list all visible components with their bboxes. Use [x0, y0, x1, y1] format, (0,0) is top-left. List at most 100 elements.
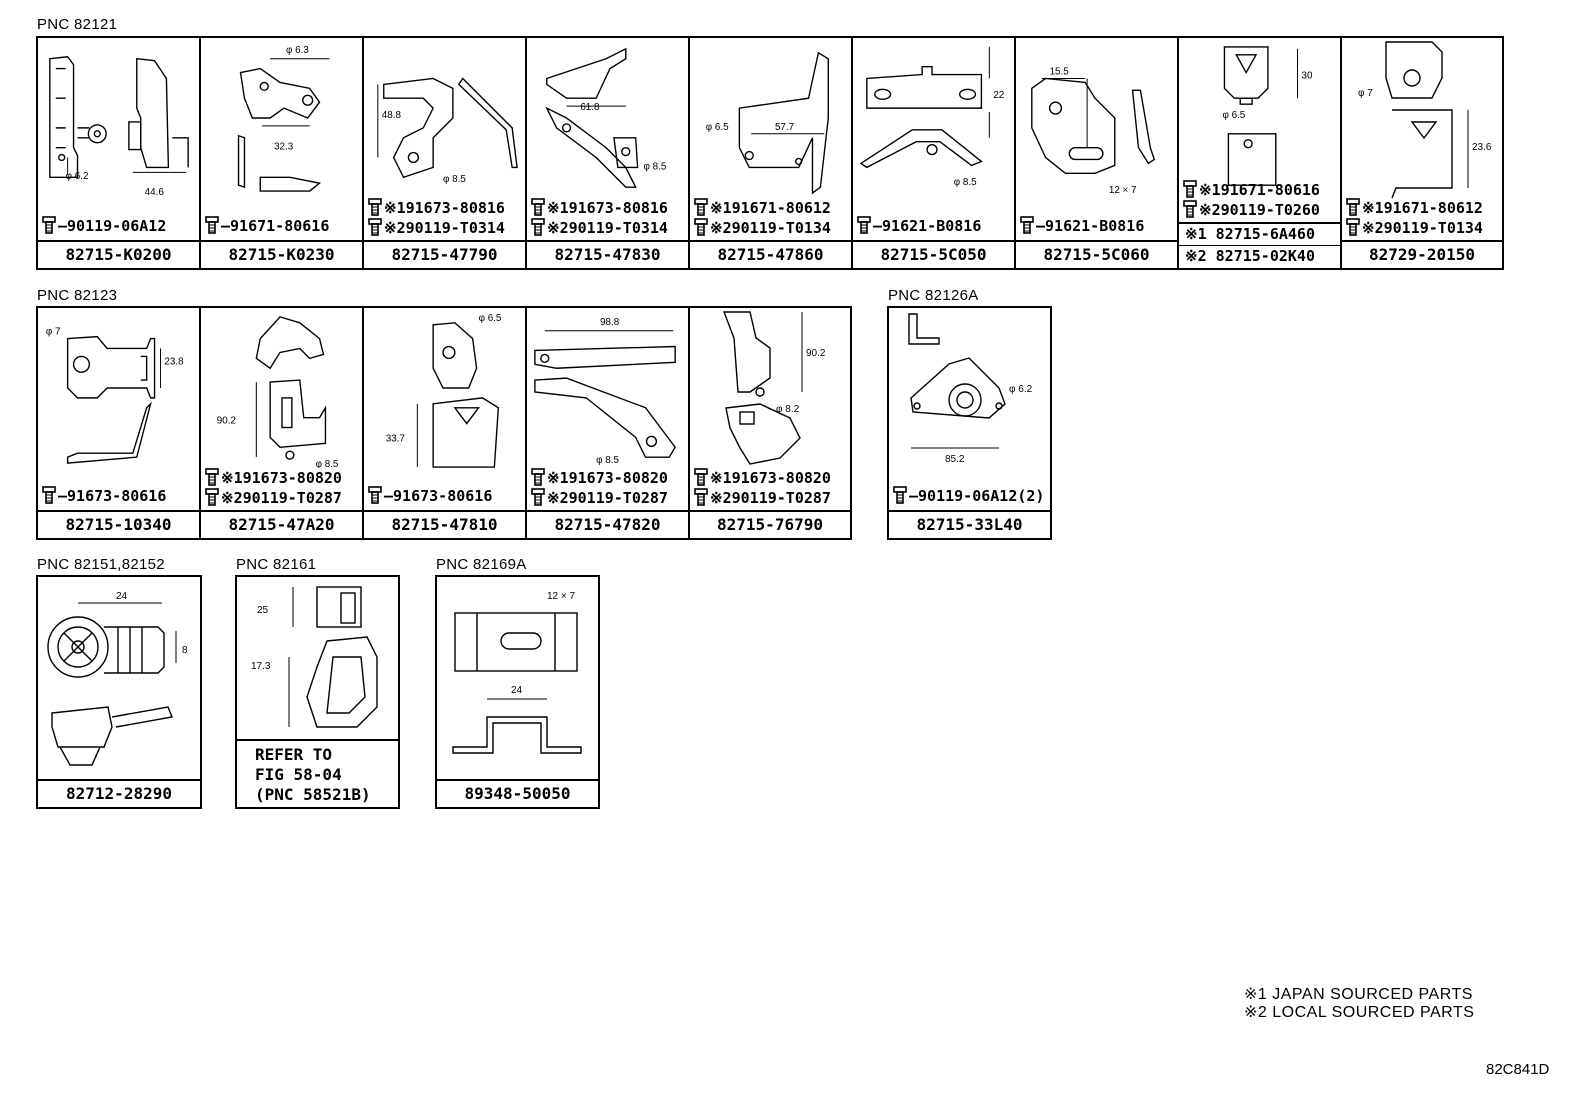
dim-label: 30 [1301, 70, 1312, 81]
part-number[interactable]: 82715-47810 [364, 510, 525, 538]
dim-label: φ 6.5 [1222, 110, 1245, 121]
bolt-part[interactable]: —90119-06A12 [42, 216, 166, 236]
bolt-part-number: ※290119-T0134 [1362, 219, 1483, 237]
dim-label: 25 [257, 605, 269, 616]
group-82151: 24 8 82712-28290 [36, 575, 202, 809]
part-number[interactable]: 89348-50050 [437, 779, 598, 807]
part-number[interactable]: 82715-33L40 [889, 510, 1050, 538]
bracket-drawing: φ 6.5 57.7 [706, 51, 829, 195]
bolt-part-number: 90119-06A12 [67, 217, 167, 235]
bracket-drawing: 48.8 φ 8.5 [377, 77, 518, 185]
bolt-icon [368, 486, 382, 504]
dim-label: 98.8 [600, 317, 620, 328]
bolt-part[interactable]: ※191673-80816 ※290119-T0314 [368, 198, 505, 238]
bolt-icon [205, 216, 219, 234]
part-number[interactable]: 82715-47790 [364, 240, 525, 268]
part-number[interactable]: 82715-47820 [527, 510, 688, 538]
bolt-part[interactable]: ※191671-80616 ※290119-T0260 [1183, 180, 1320, 220]
bolt-part-number: ※290119-T0260 [1199, 201, 1320, 219]
bracket-drawing: 98.8 φ 8.5 [534, 317, 676, 466]
part-cell-82715-K0200[interactable]: φ 6.2 44.6 —90119-06A12 82715-K0200 [38, 38, 201, 268]
part-cell-82715-K0230[interactable]: φ 6.3 32.3 —91671-80616 82715-K0230 [201, 38, 364, 268]
group-82169A: 12 × 7 24 89348-50050 [435, 575, 600, 809]
bolt-icon [531, 218, 545, 236]
bolt-part-number: ※191671-80612 [1362, 199, 1483, 217]
bolt-part-number: ※191673-80820 [710, 469, 831, 487]
dim-label: 90.2 [217, 416, 236, 427]
bracket-drawing: 61.8 φ 8.5 [545, 47, 667, 188]
part-cell-82729-20150[interactable]: φ 7 23.6 ※191671-80612 ※290119-T0134 827… [1342, 38, 1502, 268]
bolt-part[interactable]: ※191671-80612 ※290119-T0134 [694, 198, 831, 238]
dim-label: 12 × 7 [1109, 185, 1137, 196]
bolt-part[interactable]: —91621-B0816 [857, 216, 981, 236]
part-cell-82715-47830[interactable]: 61.8 φ 8.5 ※191673-80816 ※290119-T0314 8… [527, 38, 690, 268]
part-number[interactable]: 82715-K0230 [201, 240, 362, 268]
bracket-drawing: φ 6.2 85.2 [908, 313, 1033, 465]
part-number[interactable]: 82715-47830 [527, 240, 688, 268]
part-number[interactable]: 82715-47A20 [201, 510, 362, 538]
part-number[interactable]: 82715-47860 [690, 240, 851, 268]
bracket-drawing: φ 6.3 32.3 [237, 45, 330, 192]
dim-label: φ 8.5 [443, 174, 466, 185]
bolt-part[interactable]: —91621-B0816 [1020, 216, 1144, 236]
part-cell-82715-47A20[interactable]: 90.2 φ 8.5 ※191673-80820 ※290119-T0287 8… [201, 308, 364, 538]
bolt-part-number: ※191671-80616 [1199, 181, 1320, 199]
bolt-part[interactable]: —91673-80616 [368, 486, 492, 506]
part-number[interactable]: 82715-5C060 [1016, 240, 1177, 268]
bolt-part[interactable]: ※191673-80820 ※290119-T0287 [531, 468, 668, 508]
bolt-part[interactable]: —91671-80616 [205, 216, 329, 236]
bolt-part-number: ※290119-T0287 [547, 489, 668, 507]
part-number[interactable]: 82729-20150 [1342, 240, 1502, 268]
part-number[interactable]: ※2 82715-02K40 [1179, 245, 1340, 267]
clip-drawing: 12 × 7 24 [452, 591, 582, 754]
part-cell-82715-47810[interactable]: φ 6.5 33.7 —91673-80616 82715-47810 [364, 308, 527, 538]
dim-label: φ 6.2 [1009, 384, 1033, 395]
part-cell-82715-47860[interactable]: φ 6.5 57.7 ※191671-80612 ※290119-T0134 8… [690, 38, 853, 268]
part-cell-82715-6A460[interactable]: 30 φ 6.5 ※191671-80616 ※290119-T0260 ※1 … [1179, 38, 1342, 268]
bolt-part[interactable]: ※191673-80816 ※290119-T0314 [531, 198, 668, 238]
bolt-part-number: 91621-B0816 [882, 217, 982, 235]
bolt-icon [857, 216, 871, 234]
refer-link[interactable]: FIG 58-04 [255, 765, 342, 784]
part-cell-82715-47820[interactable]: 98.8 φ 8.5 ※191673-80820 ※290119-T0287 8… [527, 308, 690, 538]
dim-label: φ 8.5 [954, 177, 977, 188]
dim-label: 22 [993, 90, 1004, 101]
bolt-part[interactable]: —91673-80616 [42, 486, 166, 506]
bolt-part[interactable]: ※191671-80612 ※290119-T0134 [1346, 198, 1483, 238]
part-number[interactable]: 82715-10340 [38, 510, 199, 538]
part-cell-82715-33L40[interactable]: φ 6.2 85.2 —90119-06A12(2) 82715-33L40 [889, 308, 1050, 538]
pnc-label-82123: PNC 82123 [37, 287, 118, 304]
pnc-label-82126A: PNC 82126A [888, 287, 979, 304]
dim-label: 8 [182, 645, 188, 656]
part-number[interactable]: ※1 82715-6A460 [1185, 225, 1315, 243]
bolt-icon [368, 198, 382, 216]
legend-local: ※2 LOCAL SOURCED PARTS [1244, 1004, 1475, 1021]
part-number[interactable]: 82712-28290 [38, 779, 200, 807]
part-cell-82712-28290[interactable]: 24 8 82712-28290 [38, 577, 200, 807]
part-number[interactable]: 82715-76790 [690, 510, 850, 538]
part-number-pair[interactable]: ※1 82715-6A460 ※2 82715-02K40 [1179, 222, 1340, 268]
part-cell-89348-50050[interactable]: 12 × 7 24 89348-50050 [437, 577, 598, 807]
dim-label: φ 8.2 [776, 404, 800, 415]
part-cell-82715-5C060[interactable]: 15.5 12 × 7 —91621-B0816 82715-5C060 [1016, 38, 1179, 268]
bolt-part-number: ※191671-80612 [710, 199, 831, 217]
bolt-icon [1183, 200, 1197, 218]
pnc-label-82169A: PNC 82169A [436, 556, 527, 573]
part-cell-82161[interactable]: 25 17.3 REFER TO FIG 58-04 (PNC 58521B) [237, 577, 398, 807]
bolt-part-number: 91673-80616 [393, 487, 493, 505]
dim-label: 90.2 [806, 348, 826, 359]
bolt-part-number: ※191673-80820 [547, 469, 668, 487]
part-cell-82715-10340[interactable]: φ 7 23.8 —91673-80616 82715-10340 [38, 308, 201, 538]
part-cell-82715-5C050[interactable]: 22 φ 8.5 —91621-B0816 82715-5C050 [853, 38, 1016, 268]
bolt-part[interactable]: ※191673-80820 ※290119-T0287 [694, 468, 831, 508]
bolt-part[interactable]: —90119-06A12(2) [893, 486, 1044, 506]
part-cell-82715-76790[interactable]: 90.2 φ 8.2 ※191673-80820 ※290119-T0287 8… [690, 308, 850, 538]
part-number[interactable]: 82715-K0200 [38, 240, 199, 268]
dim-label: 15.5 [1050, 67, 1070, 78]
part-number[interactable]: 82715-5C050 [853, 240, 1014, 268]
refer-line: REFER TO [255, 745, 333, 764]
bolt-part[interactable]: ※191673-80820 ※290119-T0287 [205, 468, 342, 508]
part-cell-82715-47790[interactable]: 48.8 φ 8.5 ※191673-80816 ※290119-T0314 8… [364, 38, 527, 268]
bolt-part-number: ※290119-T0287 [710, 489, 831, 507]
bolt-part-number: ※191673-80816 [547, 199, 668, 217]
